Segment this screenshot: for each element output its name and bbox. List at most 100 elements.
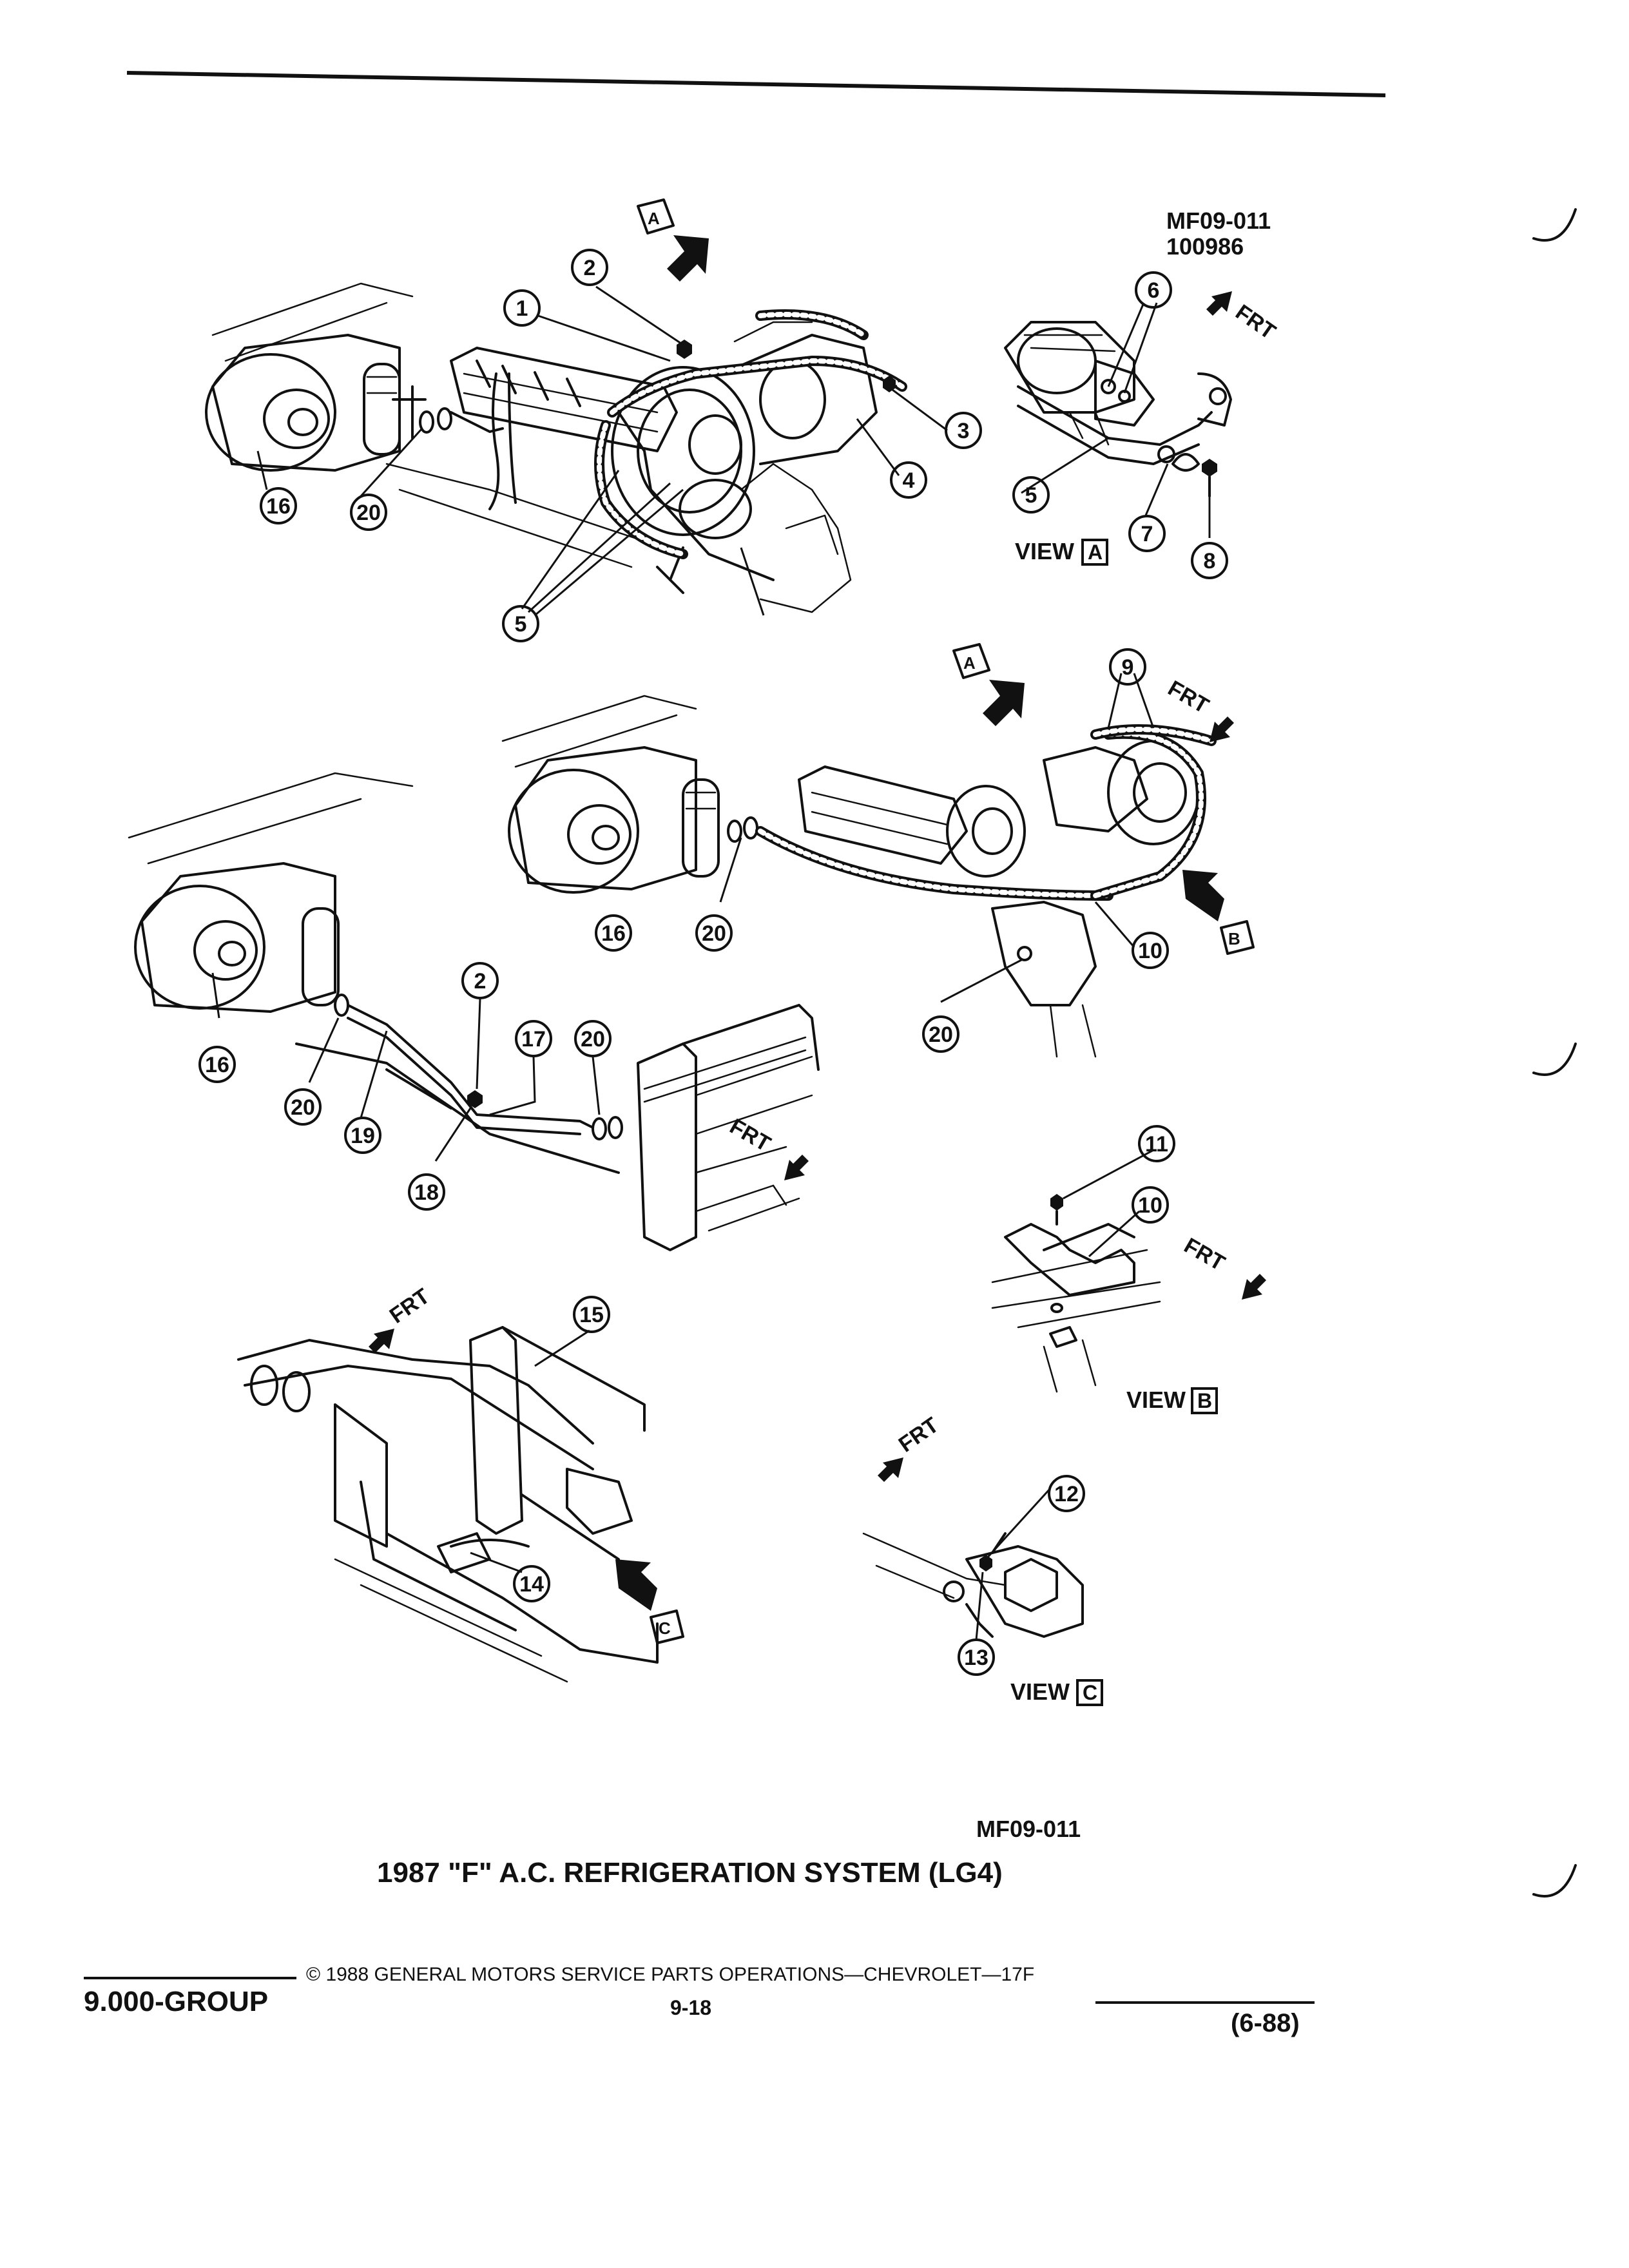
- figure-code-top: MF09-011: [1166, 207, 1271, 234]
- binder-mark: [1532, 208, 1577, 242]
- callout-2: 2: [461, 962, 499, 999]
- svg-text:3: 3: [958, 419, 970, 443]
- view-b-detail: [991, 1194, 1161, 1393]
- svg-text:1: 1: [516, 296, 528, 321]
- svg-text:17: 17: [521, 1027, 546, 1052]
- svg-text:16: 16: [601, 921, 626, 946]
- view-b-label: VIEW B: [1126, 1387, 1218, 1414]
- callout-3: 3: [945, 412, 982, 449]
- leader-lines: [211, 285, 1211, 1640]
- svg-text:5: 5: [515, 612, 527, 637]
- callout-20: 20: [695, 914, 733, 952]
- front-direction-indicator: FRT: [1180, 1233, 1266, 1300]
- callout-5: 5: [1012, 476, 1050, 514]
- condenser-line-view: [128, 772, 820, 1251]
- svg-text:A: A: [963, 653, 976, 673]
- engine-compartment-view-top: [205, 282, 907, 613]
- direction-arrow-b: B: [1182, 870, 1255, 955]
- svg-text:20: 20: [581, 1027, 605, 1052]
- callout-10: 10: [1132, 1186, 1169, 1224]
- svg-text:FRT: FRT: [894, 1412, 943, 1457]
- callout-20: 20: [574, 1020, 612, 1057]
- svg-text:2: 2: [584, 256, 596, 280]
- footer-copyright: © 1988 GENERAL MOTORS SERVICE PARTS OPER…: [306, 1964, 1035, 1985]
- svg-text:C: C: [1083, 1681, 1097, 1704]
- callout-4: 4: [890, 461, 927, 499]
- svg-text:20: 20: [929, 1023, 953, 1047]
- binder-mark: [1532, 1864, 1577, 1898]
- radiator-support-view: [237, 1326, 659, 1683]
- evaporator-accumulator-3: [134, 862, 340, 1013]
- top-rule: [126, 71, 1386, 97]
- svg-text:C: C: [659, 1619, 671, 1638]
- svg-text:FRT: FRT: [726, 1114, 775, 1157]
- svg-text:A: A: [648, 209, 660, 228]
- direction-arrow-a-top: A: [637, 198, 709, 282]
- callout-11: 11: [1138, 1125, 1175, 1162]
- svg-text:15: 15: [579, 1303, 604, 1327]
- callout-14: 14: [513, 1565, 550, 1602]
- callout-8: 8: [1191, 542, 1228, 579]
- callout-20: 20: [350, 494, 387, 531]
- front-direction-indicator: FRT: [369, 1283, 434, 1353]
- front-direction-indicator: FRT: [726, 1114, 809, 1180]
- svg-text:18: 18: [414, 1180, 439, 1205]
- figure-caption: 1987 "F" A.C. REFRIGERATION SYSTEM (LG4): [377, 1857, 1003, 1888]
- svg-text:16: 16: [205, 1053, 229, 1077]
- view-a-detail: [1004, 321, 1232, 497]
- view-c-detail: [862, 1532, 1084, 1638]
- callout-1: 1: [503, 289, 541, 327]
- front-direction-indicator: FRT: [1206, 291, 1280, 345]
- callout-12: 12: [1048, 1475, 1085, 1512]
- callout-17: 17: [515, 1020, 552, 1057]
- figure-date: 100986: [1166, 233, 1244, 260]
- svg-text:VIEW: VIEW: [1015, 538, 1074, 564]
- svg-text:FRT: FRT: [1231, 300, 1280, 344]
- svg-text:2: 2: [474, 969, 487, 994]
- svg-text:16: 16: [266, 494, 291, 519]
- direction-arrow-c: C: [615, 1559, 684, 1644]
- svg-text:10: 10: [1138, 939, 1162, 963]
- callout-16: 16: [260, 487, 297, 524]
- svg-text:B: B: [1228, 929, 1240, 948]
- callout-9: 9: [1109, 648, 1146, 686]
- binder-mark: [1532, 1043, 1577, 1076]
- svg-text:12: 12: [1054, 1482, 1079, 1506]
- svg-text:20: 20: [356, 501, 381, 525]
- compressor: [611, 321, 878, 594]
- figure-code-bottom: MF09-011: [976, 1816, 1081, 1842]
- svg-text:B: B: [1197, 1389, 1212, 1412]
- svg-text:FRT: FRT: [1180, 1233, 1229, 1276]
- callout-16: 16: [198, 1046, 236, 1083]
- evaporator-accumulator: [205, 334, 427, 472]
- evaporator-accumulator-2: [508, 746, 720, 894]
- svg-text:4: 4: [903, 468, 915, 493]
- callout-15: 15: [573, 1296, 610, 1333]
- direction-arrow-a-middle: A: [952, 643, 1025, 726]
- svg-text:VIEW: VIEW: [1010, 1678, 1070, 1705]
- engine-compartment-view-middle: [501, 695, 1217, 1058]
- svg-text:19: 19: [351, 1124, 375, 1148]
- callout-19: 19: [344, 1117, 381, 1154]
- svg-text:14: 14: [519, 1572, 544, 1597]
- svg-text:A: A: [1088, 541, 1103, 564]
- svg-text:9: 9: [1122, 655, 1134, 680]
- svg-text:6: 6: [1148, 278, 1160, 303]
- callout-10: 10: [1132, 932, 1169, 969]
- callout-7: 7: [1128, 515, 1166, 552]
- footer-page-number: 9-18: [670, 1996, 712, 2019]
- svg-text:8: 8: [1204, 549, 1216, 573]
- svg-text:10: 10: [1138, 1193, 1162, 1218]
- footer-group-label: 9.000-GROUP: [84, 1986, 269, 2017]
- callout-16: 16: [595, 914, 632, 952]
- callout-18: 18: [408, 1173, 445, 1211]
- callout-20: 20: [922, 1015, 959, 1053]
- svg-text:20: 20: [291, 1095, 315, 1120]
- svg-text:11: 11: [1145, 1132, 1168, 1157]
- footer-revision: (6-88): [1231, 2009, 1300, 2037]
- svg-text:FRT: FRT: [1164, 676, 1213, 718]
- view-c-label: VIEW C: [1010, 1678, 1103, 1706]
- view-a-label: VIEW A: [1015, 538, 1108, 566]
